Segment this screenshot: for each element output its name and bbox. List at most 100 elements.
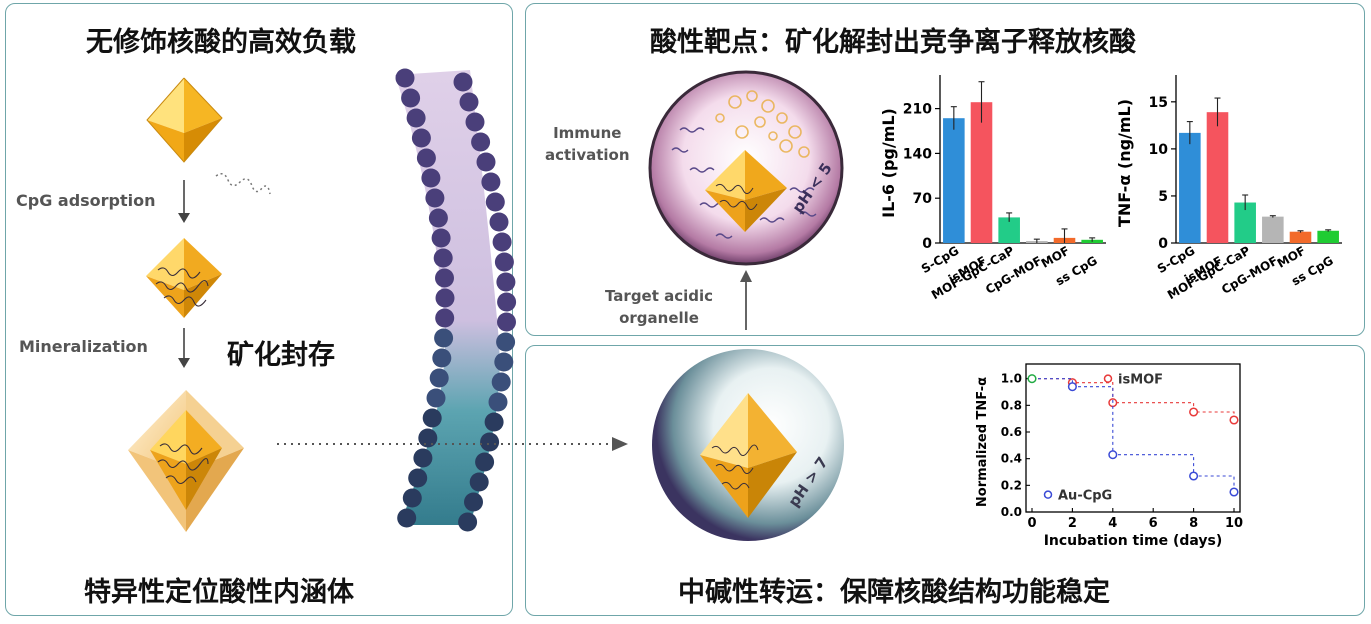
y-tick-label: 1.0: [1001, 372, 1022, 386]
membrane-bead: [431, 228, 451, 248]
series-line: [1032, 378, 1235, 492]
membrane-bead: [406, 108, 426, 128]
data-point: [1108, 450, 1118, 460]
top-right-title: 酸性靶点：矿化解封出竞争离子释放核酸: [650, 27, 1136, 58]
x-tick-label: 4: [1108, 516, 1117, 531]
target-label-line2: organelle: [619, 309, 699, 327]
membrane-bead: [481, 172, 501, 192]
target-label: Target acidic organelle: [605, 285, 713, 329]
legend-label: isMOF: [1118, 373, 1163, 388]
y-tick-label: 10: [1149, 142, 1169, 158]
bar: [970, 102, 993, 243]
y-axis-label: TNF-α (ng/mL): [1115, 99, 1134, 227]
y-tick-label: 0.2: [1001, 478, 1022, 492]
membrane-bead: [494, 352, 514, 372]
membrane-bead: [433, 248, 453, 268]
x-axis-label: Incubation time (days): [1044, 533, 1223, 549]
membrane-bead: [471, 132, 491, 152]
membrane-bead: [497, 312, 516, 332]
membrane-bead: [413, 448, 433, 468]
bar: [998, 217, 1020, 243]
membrane-bead: [401, 88, 421, 108]
data-point: [1229, 415, 1239, 425]
membrane-bead: [426, 388, 446, 408]
x-tick-label: MOF: [1275, 243, 1308, 270]
octahedron-mineralized-icon: [128, 390, 244, 532]
down-arrow-1-icon: [178, 180, 190, 223]
y-tick-label: 0: [922, 236, 932, 252]
membrane-bead: [395, 68, 415, 88]
x-tick-label: 6: [1149, 516, 1158, 531]
membrane-bead: [432, 348, 452, 368]
membrane-bead: [494, 252, 514, 272]
x-tick-label: 10: [1225, 516, 1243, 531]
x-tick-label: 8: [1189, 516, 1198, 531]
legend-marker: [1043, 490, 1053, 499]
y-tick-label: 15: [1149, 95, 1168, 111]
data-point: [1027, 374, 1037, 384]
membrane-bead: [421, 168, 441, 188]
highlight-label: 矿化封存: [227, 340, 335, 371]
y-tick-label: 210: [903, 102, 932, 118]
neutral-transport-sphere: pH > 7: [652, 349, 844, 541]
left-bottom-title: 特异性定位酸性内涵体: [84, 577, 354, 608]
membrane-bead: [488, 392, 508, 412]
x-tick-label: MOF: [1039, 243, 1072, 270]
membrane-bead: [496, 272, 516, 292]
target-label-line1: Target acidic: [605, 287, 714, 305]
membrane-bead: [408, 468, 428, 488]
immune-label: Immune activation: [545, 122, 630, 166]
membrane-bead: [458, 512, 478, 532]
bar: [1179, 132, 1201, 243]
bottom-right-title: 中碱性转运：保障核酸结构功能稳定: [678, 577, 1110, 608]
immune-label-line2: activation: [545, 146, 630, 164]
down-arrow-2-icon: [178, 328, 190, 368]
membrane-bead: [476, 152, 496, 172]
bar: [1262, 216, 1284, 243]
bar: [1289, 231, 1312, 243]
membrane-bead: [425, 188, 445, 208]
y-tick-label: 0: [1158, 236, 1168, 252]
membrane-bead: [416, 148, 436, 168]
membrane-bead: [497, 292, 517, 312]
bar: [1206, 112, 1229, 243]
bar: [1317, 230, 1339, 243]
bar: [943, 118, 965, 243]
membrane-bead: [485, 192, 505, 212]
y-tick-label: 0.0: [1001, 505, 1022, 519]
data-point: [1189, 407, 1199, 417]
legend-label: Au-CpG: [1058, 489, 1112, 504]
cell-membrane-icon: [395, 68, 517, 532]
immune-label-line1: Immune: [553, 124, 622, 142]
left-illustrations: [128, 68, 628, 532]
membrane-bead: [435, 308, 455, 328]
left-title: 无修饰核酸的高效负载: [86, 27, 356, 58]
data-point: [1067, 382, 1077, 392]
y-tick-label: 0.4: [1001, 452, 1022, 466]
membrane-bead: [469, 472, 489, 492]
step1-label: CpG adsorption: [16, 191, 156, 210]
step2-label: Mineralization: [19, 337, 148, 356]
y-tick-label: 0.6: [1001, 425, 1022, 439]
y-tick-label: 70: [913, 191, 933, 207]
membrane-bead: [402, 488, 422, 508]
y-axis-label: Normalized TNF-α: [975, 377, 990, 507]
data-point: [1189, 471, 1199, 481]
membrane-bead: [492, 232, 512, 252]
octahedron-plain-icon: [146, 77, 223, 163]
up-arrow-icon: [740, 270, 752, 330]
membrane-bead: [459, 92, 479, 112]
y-axis-label: IL-6 (pg/mL): [879, 108, 898, 218]
x-tick-label: 2: [1068, 516, 1077, 531]
membrane-bead: [464, 492, 483, 512]
acidic-organelle-sphere: pH < 5: [648, 70, 844, 266]
membrane-bead: [435, 288, 455, 308]
membrane-bead: [475, 452, 495, 472]
y-tick-label: 140: [903, 146, 932, 162]
bar: [1234, 202, 1256, 243]
membrane-bead: [435, 268, 454, 288]
plot-frame: [1025, 363, 1241, 513]
data-point: [1229, 487, 1239, 497]
